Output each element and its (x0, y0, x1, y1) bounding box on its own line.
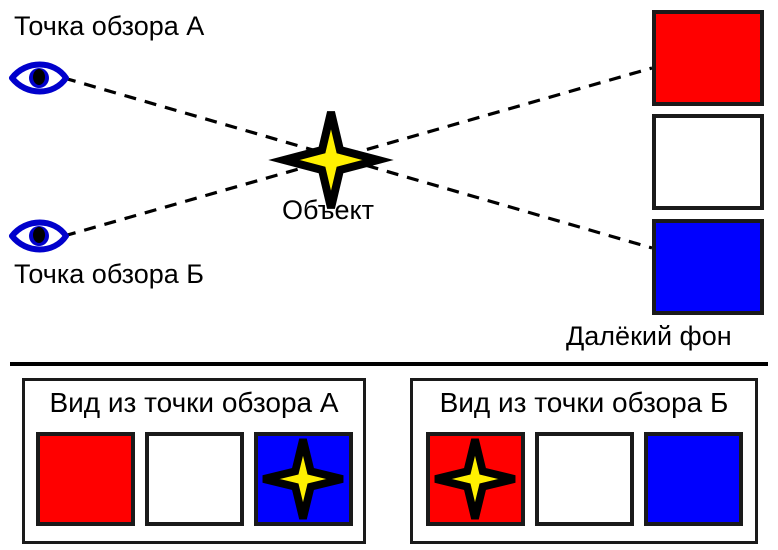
eye-icon-viewpoint-a (9, 61, 69, 95)
view-b-cell-white (534, 432, 634, 526)
view-b-cell-blue (643, 432, 743, 526)
background-square-red (652, 10, 764, 106)
eye-icon-viewpoint-b (9, 219, 69, 253)
view-panel-a: Вид из точки обзора А (22, 378, 366, 544)
view-a-cell-red (35, 432, 135, 526)
object-star-icon-in-view-a (262, 438, 344, 520)
label-viewpoint-a: Точка обзора А (14, 11, 205, 41)
label-object: Объект (282, 195, 374, 225)
view-panel-b: Вид из точки обзора Б (410, 378, 758, 544)
view-a-cell-blue (253, 432, 353, 526)
background-square-blue (652, 219, 764, 315)
background-square-white (652, 114, 764, 210)
sightline-a-to-blue (63, 76, 653, 250)
object-star-icon (268, 111, 394, 209)
view-panel-a-cells (25, 432, 363, 526)
section-divider (10, 362, 768, 366)
view-a-cell-white (144, 432, 244, 526)
object-star-icon-in-view-b (434, 438, 516, 520)
view-panel-b-title: Вид из точки обзора Б (439, 387, 729, 418)
view-panel-b-cells (413, 432, 755, 526)
view-panel-a-title: Вид из точки обзора А (49, 387, 339, 418)
label-viewpoint-b: Точка обзора Б (14, 259, 205, 289)
label-distant-background: Далёкий фон (566, 321, 732, 351)
view-b-cell-red (425, 432, 525, 526)
